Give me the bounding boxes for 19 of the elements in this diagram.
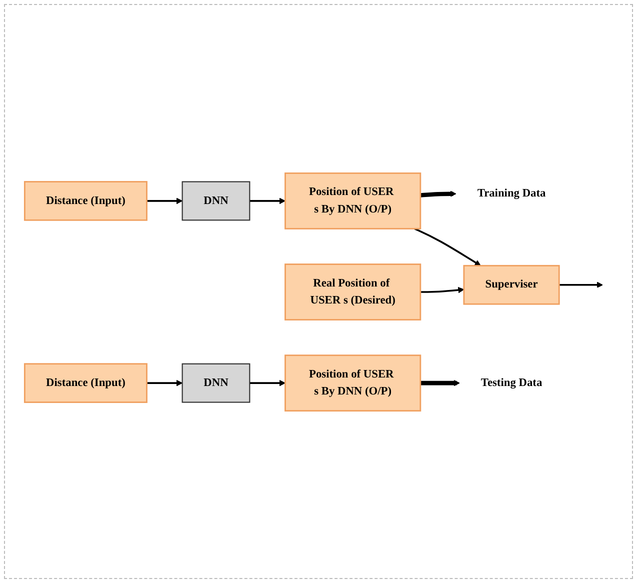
node-box: Distance (Input) <box>23 180 147 220</box>
arrow <box>420 286 464 293</box>
arrow <box>146 197 182 204</box>
node-box: DNN <box>181 180 250 220</box>
arrow <box>558 281 602 288</box>
arrow <box>249 379 286 386</box>
node-box: Distance (Input) <box>23 362 147 402</box>
arrow <box>420 190 456 197</box>
node-text: Training Data <box>476 186 546 200</box>
node-box: Position of USER s By DNN (O/P) <box>284 172 421 229</box>
node-box: Real Position of USER s (Desired) <box>284 263 421 320</box>
node-box: Position of USER s By DNN (O/P) <box>284 354 421 412</box>
arrow <box>146 379 182 386</box>
arrow <box>414 227 480 266</box>
node-box: Superviser <box>462 264 560 304</box>
node-box: DNN <box>181 362 250 402</box>
arrow <box>249 197 286 204</box>
node-text: Testing Data <box>480 376 542 388</box>
arrow <box>420 379 460 386</box>
